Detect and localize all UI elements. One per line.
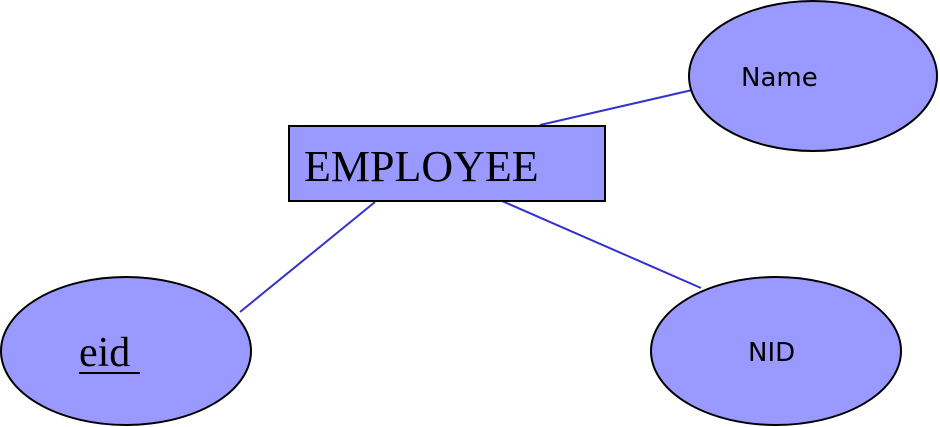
connector-employee-name xyxy=(539,87,702,126)
attribute-eid-key[interactable]: eid xyxy=(0,276,252,426)
attribute-ellipse xyxy=(0,276,252,426)
entity-label: EMPLOYEE xyxy=(304,142,539,191)
attribute-ellipse xyxy=(688,0,938,152)
attribute-label: NID xyxy=(748,338,795,368)
attribute-name[interactable]: Name xyxy=(688,0,938,152)
entity-box xyxy=(288,125,606,202)
connector-employee-eid xyxy=(239,201,376,313)
attribute-label: Name xyxy=(741,63,818,93)
attribute-nid[interactable]: NID xyxy=(650,276,902,426)
entity-employee[interactable]: EMPLOYEE xyxy=(288,125,606,202)
attribute-ellipse xyxy=(650,276,902,426)
attribute-label: eid xyxy=(79,330,130,376)
connector-employee-nid xyxy=(501,200,702,289)
